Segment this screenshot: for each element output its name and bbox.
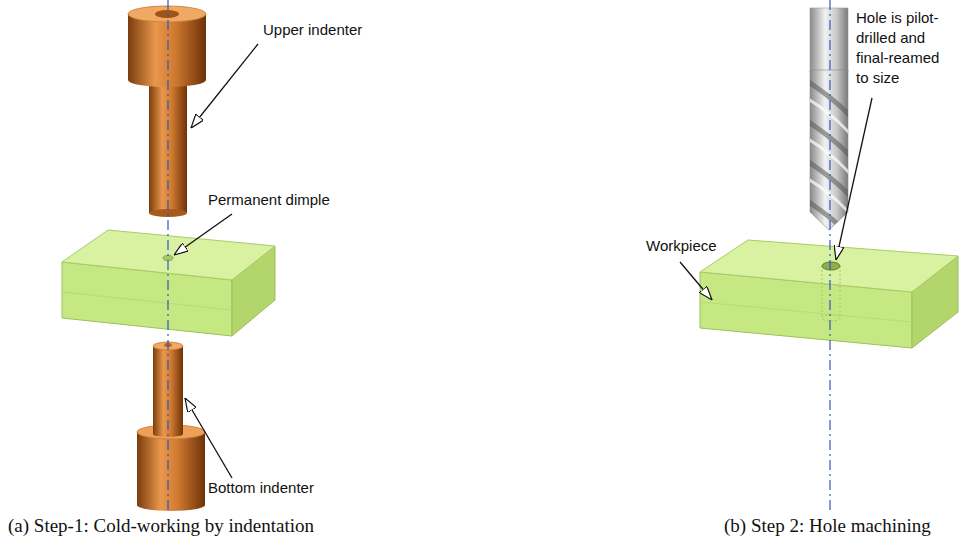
upper-indenter	[128, 6, 206, 217]
plate-top	[700, 240, 958, 292]
part-label: Workpiece	[646, 236, 717, 256]
indenter-base	[137, 432, 205, 505]
indenter-top	[128, 6, 206, 22]
plate-edge	[700, 302, 912, 322]
indenter-bore	[155, 10, 179, 18]
hole	[822, 262, 840, 270]
indenter-base-bottom	[137, 499, 205, 511]
drill-shank	[810, 8, 848, 72]
hole-wall	[822, 266, 840, 318]
leader-arrow	[836, 98, 872, 260]
part-label: Bottom indenter	[208, 478, 314, 498]
leader-arrow	[174, 214, 232, 255]
bottom-indenter	[137, 342, 205, 511]
centre-axis	[167, 0, 168, 512]
dimple	[163, 256, 173, 261]
drill-bit	[806, 8, 852, 238]
hole-bottom	[822, 315, 840, 321]
indenter-body	[128, 14, 206, 80]
leader-arrow	[191, 44, 258, 128]
centre-axis	[829, 0, 830, 512]
plate-edge	[62, 292, 232, 310]
caption: (b) Step 2: Hole machining	[724, 515, 931, 537]
part-label: Upper indenter	[263, 20, 362, 40]
leader-arrow	[185, 398, 232, 478]
drill-flutes	[806, 80, 852, 238]
workpiece-right	[700, 240, 958, 348]
leader-arrow	[680, 262, 712, 300]
note-label: Hole is pilot-drilled and final-reamed t…	[856, 8, 956, 88]
indenter-body-base	[128, 73, 206, 87]
part-label: Permanent dimple	[208, 190, 330, 210]
caption: (a) Step-1: Cold-working by indentation	[8, 515, 314, 537]
